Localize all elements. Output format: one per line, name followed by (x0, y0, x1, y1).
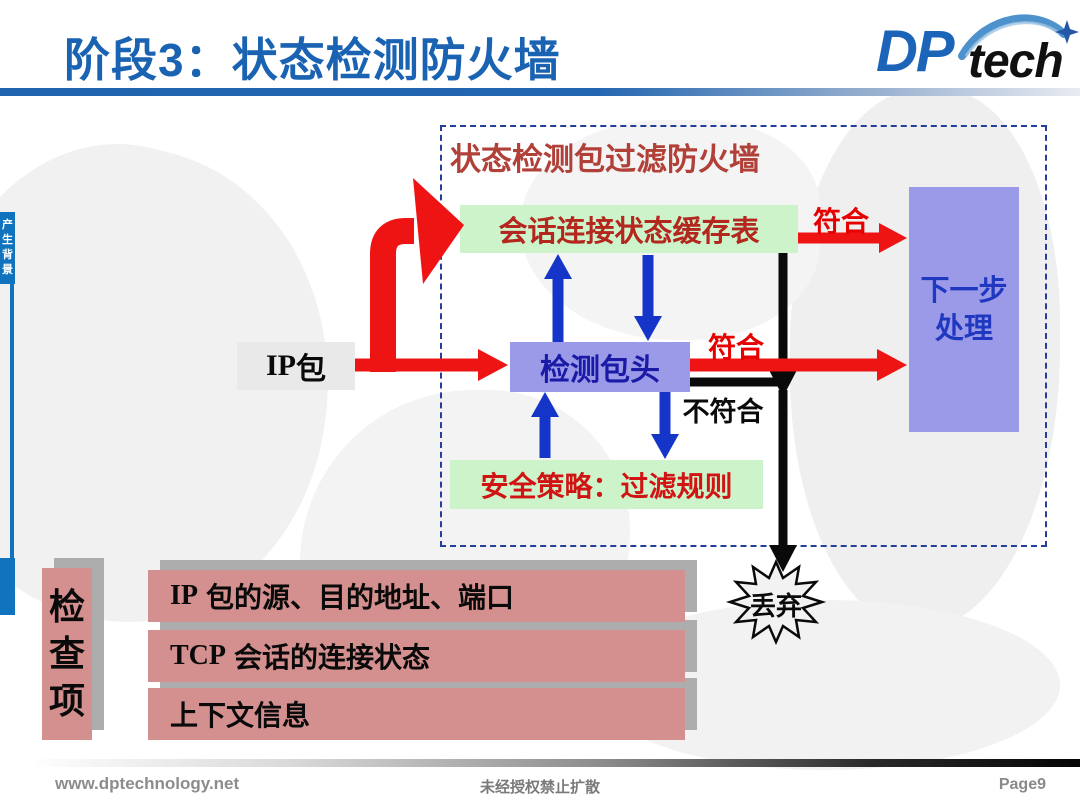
logo-tech-text: tech (968, 35, 1064, 88)
checklist-header-char: 查 (48, 633, 85, 674)
logo-star-icon (1055, 20, 1079, 44)
checklist-header-char: 检 (48, 586, 85, 627)
inspect-packet-header-node: 检测包头 (510, 342, 690, 392)
discard-label: 丢弃 (749, 591, 802, 621)
firewall-panel-border (440, 125, 1047, 547)
checklist-header-char: 项 (48, 680, 85, 721)
curved-red-arrow (370, 218, 414, 372)
checklist-item-prefix: IP (170, 580, 198, 611)
checklist-item-3: 上下文信息 (148, 688, 685, 740)
section-tab-char: 生 (2, 234, 13, 246)
title-underline (0, 88, 1080, 96)
checklist-item-text: 会话的连接状态 (234, 642, 431, 673)
match-label-top: 符合 (812, 206, 869, 237)
section-rail (10, 212, 14, 615)
checklist-header: 检 查 项 (42, 568, 92, 740)
section-tab-char: 背 (2, 249, 13, 261)
security-policy-node: 安全策略：过滤规则 (450, 460, 763, 509)
dptech-logo: DP tech (876, 8, 1079, 88)
footer-page-number: Page9 (998, 776, 1046, 793)
next-step-line1: 下一步 (920, 274, 1008, 307)
firewall-panel-title: 状态检测包过滤防火墙 (450, 142, 760, 177)
next-step-node: 下一步 处理 (909, 187, 1019, 432)
checklist-item-text: 上下文信息 (170, 700, 311, 731)
footer-notice: 未经授权禁止扩散 (479, 779, 600, 796)
footer-website: www.dptechnology.net (55, 774, 240, 793)
section-tab-char: 景 (2, 264, 13, 276)
checklist-item-2: TCP 会话的连接状态 (148, 630, 685, 682)
footer-rule (30, 759, 1080, 767)
ip-packet-prefix: IP (266, 349, 296, 382)
checklist-item-1: IP 包的源、目的地址、端口 (148, 570, 685, 622)
section-tab-secondary (0, 558, 15, 615)
slide-title: 阶段3：状态检测防火墙 (64, 34, 561, 86)
no-match-label: 不符合 (682, 397, 764, 427)
logo-swoosh-icon (958, 14, 1079, 60)
next-step-line2: 处理 (934, 312, 993, 345)
checklist-item-text: 包的源、目的地址、端口 (206, 582, 515, 613)
logo-dp-text: DP (876, 19, 955, 84)
section-tab-background: 产 生 背 景 (0, 212, 15, 284)
checklist-item-prefix: TCP (170, 640, 226, 671)
session-state-cache-table-node: 会话连接状态缓存表 (460, 205, 798, 253)
ip-packet-rest: 包 (296, 353, 326, 386)
section-tab-char: 产 (2, 219, 13, 231)
match-label-mid: 符合 (707, 332, 764, 363)
